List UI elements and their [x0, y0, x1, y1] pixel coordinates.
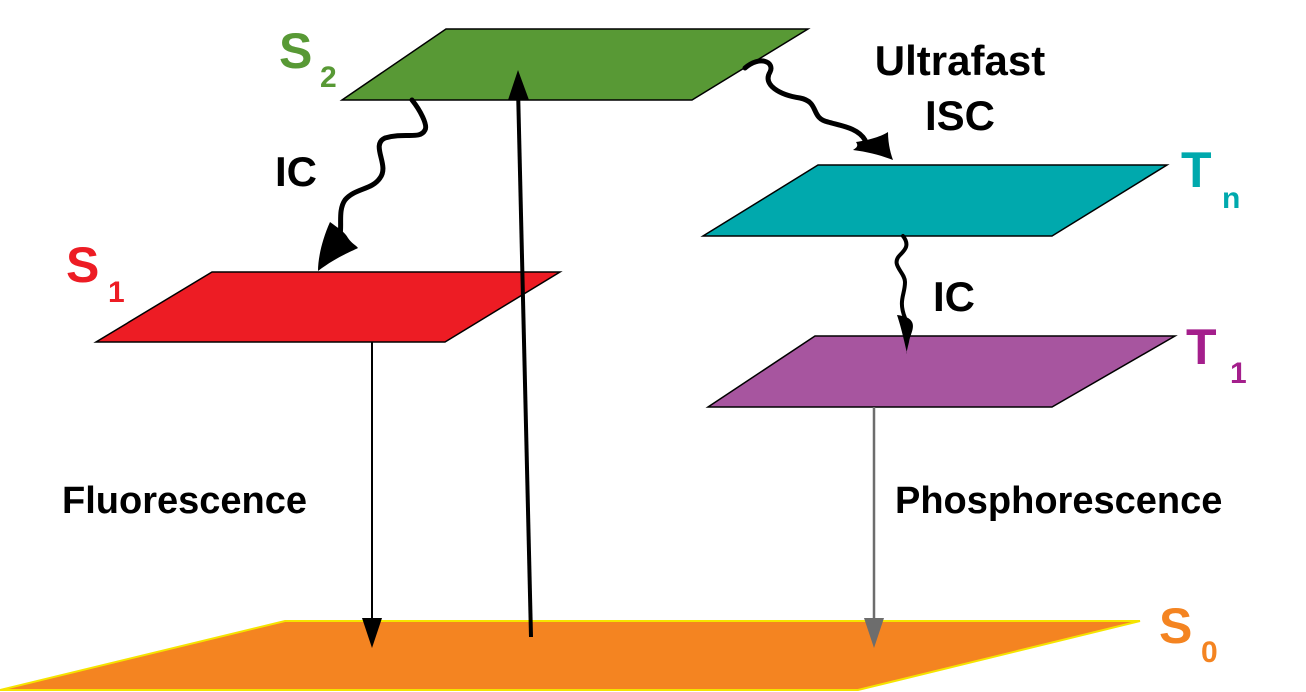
- level-plane-s2: [339, 28, 811, 101]
- absorption-arrow: [508, 70, 533, 638]
- level-plane-tn: [700, 164, 1170, 237]
- ic-wavy-arrow-right: [894, 234, 913, 354]
- level-plane-s1: [93, 271, 563, 343]
- label-ic-left: IC: [275, 148, 317, 195]
- label-isc-line2: ISC: [925, 92, 995, 139]
- phosphorescence-arrow: [864, 407, 884, 648]
- ic-wavy-arrow-left: [318, 97, 429, 271]
- label-fluorescence: Fluorescence: [62, 480, 307, 522]
- label-s0-sub: 0: [1201, 636, 1218, 669]
- label-phosphorescence: Phosphorescence: [895, 480, 1222, 522]
- label-t1-sub: 1: [1230, 357, 1247, 390]
- label-ic-right: IC: [933, 273, 975, 320]
- label-tn: T: [1181, 142, 1212, 198]
- fluorescence-arrow: [362, 342, 382, 648]
- level-plane-s0: [0, 620, 1141, 691]
- label-s2-sub: 2: [320, 61, 337, 94]
- label-s0: S: [1159, 598, 1192, 654]
- label-s1-sub: 1: [108, 276, 125, 309]
- label-s1: S: [66, 237, 99, 293]
- label-t1: T: [1186, 319, 1217, 375]
- label-isc-line1: Ultrafast: [875, 37, 1045, 84]
- level-plane-t1: [705, 335, 1178, 408]
- isc-wavy-arrow: [742, 58, 893, 160]
- label-s2: S: [279, 23, 312, 79]
- label-tn-sub: n: [1222, 182, 1240, 215]
